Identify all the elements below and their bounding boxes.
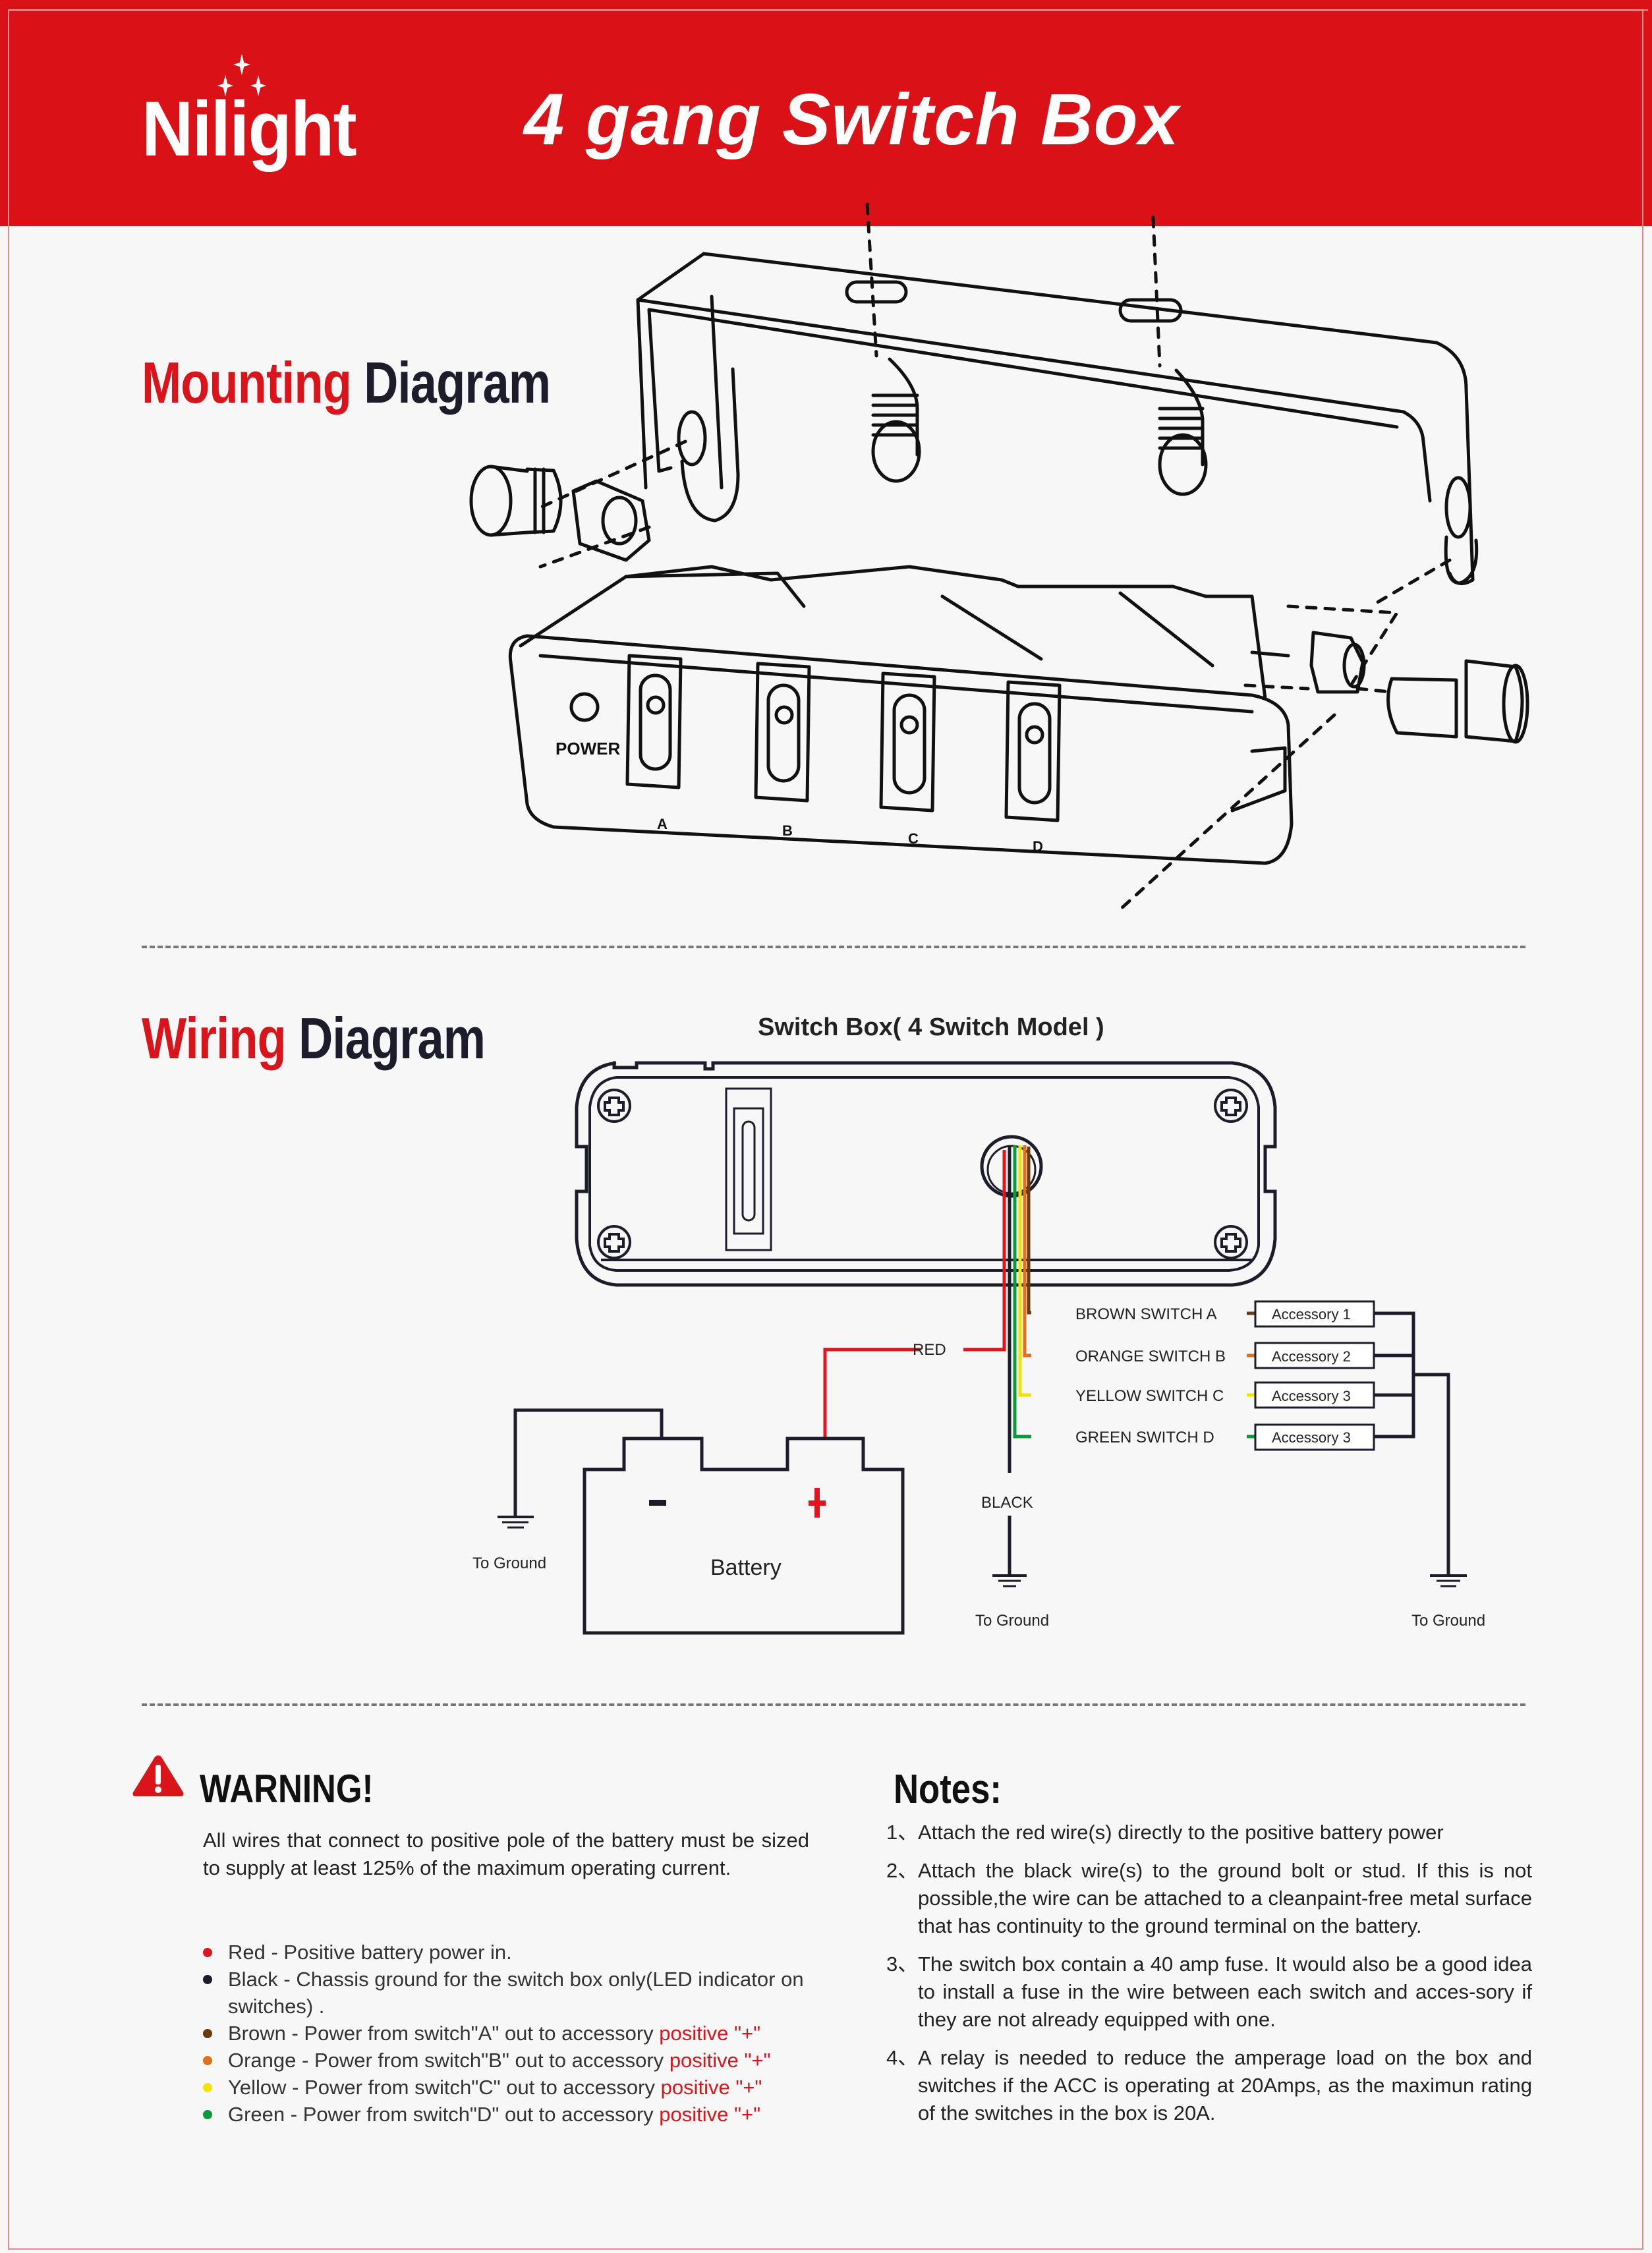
- red-wire: [823, 1150, 1006, 1440]
- wire-label-yellow: YELLOW SWITCH C: [1075, 1387, 1224, 1405]
- guide-lines: [538, 202, 1452, 911]
- red-dot-icon: [203, 1948, 212, 1957]
- power-label: POWER: [555, 739, 620, 758]
- page-title: 4 gang Switch Box: [524, 79, 1180, 160]
- black-wire-label: BLACK: [981, 1494, 1033, 1512]
- header-banner: Nilight 4 gang Switch Box: [0, 0, 1652, 226]
- switch-label-b: B: [782, 822, 793, 839]
- section-divider: [142, 946, 1525, 948]
- ground-bus: [1374, 1311, 1467, 1587]
- rocker-switch-b: [754, 662, 811, 803]
- mounting-illustration: POWER A B C D: [469, 202, 1529, 911]
- battery-label: Battery: [710, 1555, 782, 1580]
- mounting-diagram-title: Mounting Diagram: [142, 349, 551, 416]
- mounting-title-dark: Diagram: [364, 350, 551, 415]
- yellow-wire: [1018, 1145, 1031, 1397]
- rocker-switch-d: [1004, 680, 1062, 822]
- mounting-title-red: Mounting: [142, 350, 352, 415]
- hex-nut-left: [571, 479, 651, 562]
- brown-wire: [1027, 1147, 1031, 1315]
- notes-list: 1、Attach the red wire(s) directly to the…: [886, 1819, 1532, 2138]
- accessory-label-1: Accessory 1: [1272, 1306, 1351, 1323]
- ground-label-left: To Ground: [472, 1554, 546, 1572]
- note-item: 2、Attach the black wire(s) to the ground…: [886, 1859, 1532, 1937]
- thumb-screw-left: [469, 465, 563, 537]
- switch-box-body: [508, 565, 1294, 865]
- notes-title: Notes:: [894, 1767, 1002, 1812]
- accessory-box-2: [1254, 1342, 1375, 1369]
- ground-label-center: To Ground: [975, 1612, 1049, 1630]
- note-item: 3、The switch box contain a 40 amp fuse. …: [886, 1953, 1532, 2031]
- legend-item-orange: Orange - Power from switch"B" out to acc…: [198, 2047, 843, 2074]
- warning-title: WARNING!: [200, 1767, 374, 1811]
- warning-icon: [132, 1755, 184, 1796]
- legend-item-red: Red - Positive battery power in.: [198, 1939, 843, 1966]
- legend-item-brown: Brown - Power from switch"A" out to acce…: [198, 2020, 843, 2047]
- switch-label-c: C: [908, 830, 919, 847]
- note-item: 1、Attach the red wire(s) directly to the…: [886, 1821, 1444, 1844]
- rocker-switch-c: [879, 671, 936, 813]
- accessory-label-4: Accessory 3: [1272, 1429, 1351, 1446]
- legend-item-yellow: Yellow - Power from switch"C" out to acc…: [198, 2074, 843, 2101]
- wire-label-orange: ORANGE SWITCH B: [1075, 1348, 1226, 1365]
- switch-label-d: D: [1033, 838, 1043, 855]
- sparkle-icon: [217, 54, 266, 96]
- wire-stubs: [1247, 1311, 1255, 1439]
- ground-symbol-center: [992, 1574, 1027, 1587]
- green-dot-icon: [203, 2110, 212, 2119]
- brand-logo: Nilight: [142, 86, 357, 173]
- orange-wire: [1023, 1145, 1031, 1357]
- warning-text: All wires that connect to positive pole …: [203, 1829, 809, 1879]
- accessory-label-2: Accessory 2: [1272, 1348, 1351, 1365]
- battery: [498, 1408, 905, 1635]
- switch-label-a: A: [657, 816, 668, 832]
- green-wire: [1013, 1145, 1031, 1439]
- battery-plus-icon: [809, 1488, 826, 1518]
- section-divider: [142, 1703, 1525, 1706]
- brown-dot-icon: [203, 2029, 212, 2038]
- black-dot-icon: [203, 1975, 212, 1984]
- ground-label-right: To Ground: [1411, 1612, 1485, 1630]
- switchbox-title: Switch Box( 4 Switch Model ): [758, 1013, 1104, 1041]
- battery-minus-icon: [649, 1500, 666, 1506]
- screw-icon: [871, 357, 1208, 496]
- thumb-screw-right: [1386, 659, 1529, 744]
- red-wire-label: RED: [913, 1341, 946, 1359]
- legend-item-green: Green - Power from switch"D" out to acce…: [198, 2101, 843, 2128]
- screw-head-icon: [597, 1089, 1248, 1259]
- accessory-box-1: [1254, 1300, 1375, 1328]
- mounting-bracket: [636, 252, 1479, 586]
- wire-label-brown: BROWN SWITCH A: [1075, 1305, 1217, 1323]
- orange-dot-icon: [203, 2056, 212, 2065]
- wiring-title-red: Wiring: [142, 1006, 287, 1071]
- switch-box-back: [575, 1061, 1277, 1287]
- wiring-title-dark: Diagram: [299, 1006, 486, 1071]
- legend-item-black: Black - Chassis ground for the switch bo…: [198, 1966, 843, 2020]
- wire-bundle: [823, 1145, 1031, 1575]
- hex-nut-right: [1309, 631, 1366, 694]
- rocker-switch-a: [625, 654, 683, 789]
- wiring-schematic: RED BLACK BROWN SWITCH A ORANGE SWITCH B…: [472, 1061, 1485, 1635]
- accessory-box-3: [1254, 1381, 1375, 1409]
- wire-color-legend: Red - Positive battery power in. Black -…: [198, 1939, 843, 2128]
- yellow-dot-icon: [203, 2083, 212, 2092]
- note-item: 4、A relay is needed to reduce the ampera…: [886, 2046, 1532, 2125]
- wire-label-green: GREEN SWITCH D: [1075, 1429, 1214, 1446]
- wiring-diagram-title: Wiring Diagram: [142, 1005, 486, 1072]
- accessory-label-3: Accessory 3: [1272, 1388, 1351, 1404]
